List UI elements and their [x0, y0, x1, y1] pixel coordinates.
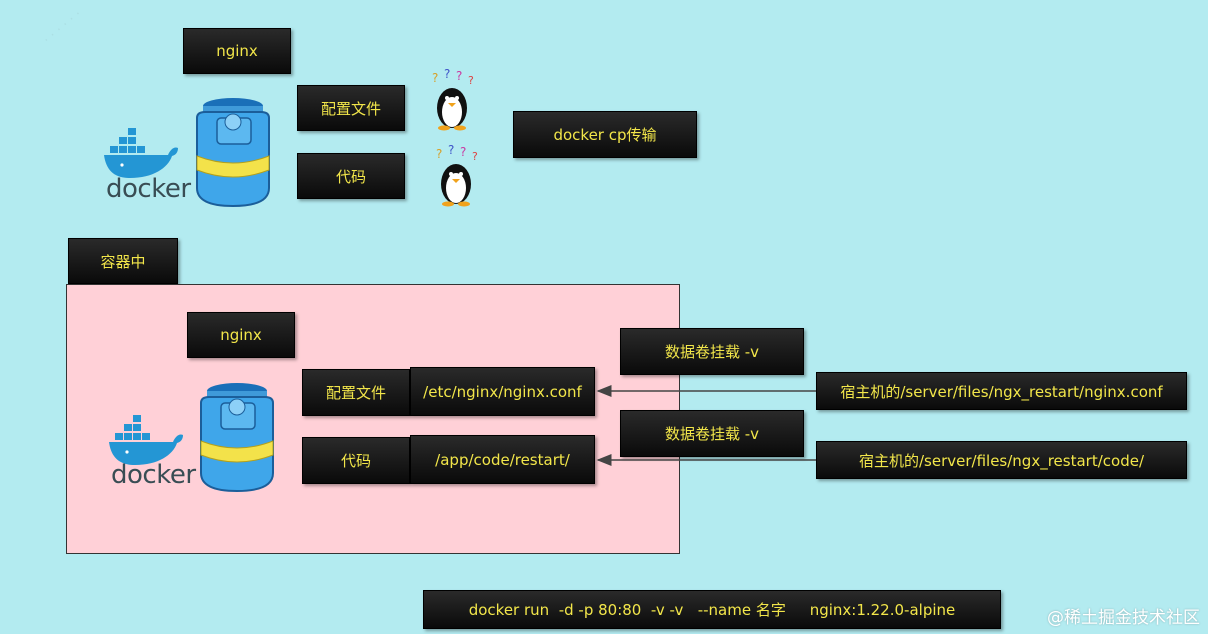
top-config-box: 配置文件	[297, 85, 405, 131]
container-config-path-box: /etc/nginx/nginx.conf	[410, 367, 595, 416]
svg-text:?: ?	[448, 143, 454, 157]
watermark: · · · · · ·	[40, 7, 85, 48]
container-config-label: 配置文件	[325, 384, 386, 402]
top-code-label: 代码	[335, 167, 366, 186]
top-nginx-label: nginx	[216, 42, 258, 60]
svg-text:?: ?	[460, 145, 466, 159]
container-code-path-box: /app/code/restart/	[410, 435, 595, 484]
container-title-box: 容器中	[68, 238, 178, 284]
svg-text:?: ?	[436, 147, 442, 161]
penguin-question-icon: ? ? ? ?	[432, 67, 474, 131]
container-code-box: 代码	[302, 437, 410, 484]
container-nginx-box: nginx	[187, 312, 295, 358]
svg-text:?: ?	[472, 150, 478, 163]
svg-text:?: ?	[432, 71, 438, 85]
top-code-box: 代码	[297, 153, 405, 199]
container-code-label: 代码	[340, 452, 371, 470]
top-nginx-box: nginx	[183, 28, 291, 74]
svg-text:?: ?	[456, 69, 462, 83]
docker-whale-icon	[104, 128, 178, 178]
svg-text:?: ?	[468, 74, 474, 87]
footer-watermark: @稀土掘金技术社区	[1047, 608, 1200, 628]
container-title: 容器中	[100, 252, 146, 271]
docker-logo-text-container: docker	[111, 460, 196, 490]
host-path-1: 宿主机的/server/files/ngx_restart/nginx.conf	[840, 382, 1163, 401]
host-path-box-2: 宿主机的/server/files/ngx_restart/code/	[816, 441, 1187, 479]
container-code-path: /app/code/restart/	[435, 450, 570, 469]
mount-label-1: 数据卷挂载 -v	[664, 343, 760, 361]
host-path-2: 宿主机的/server/files/ngx_restart/code/	[859, 451, 1144, 470]
penguin-question-icon: ? ? ? ?	[436, 143, 478, 207]
svg-text:?: ?	[444, 67, 450, 81]
command-box: docker run -d -p 80:80 -v -v --name 名字 n…	[423, 590, 1001, 629]
mount-label-box-2: 数据卷挂载 -v	[620, 410, 804, 457]
container-config-path: /etc/nginx/nginx.conf	[423, 382, 582, 401]
jar-icon	[196, 98, 270, 208]
mount-label-box-1: 数据卷挂载 -v	[620, 328, 804, 375]
docker-cp-box: docker cp传输	[513, 111, 697, 158]
container-config-box: 配置文件	[302, 369, 410, 416]
docker-cp-label: docker cp传输	[553, 126, 657, 144]
top-config-label: 配置文件	[320, 99, 381, 118]
command-text: docker run -d -p 80:80 -v -v --name 名字 n…	[468, 601, 956, 619]
mount-label-2: 数据卷挂载 -v	[664, 425, 760, 443]
container-panel	[66, 284, 680, 554]
host-path-box-1: 宿主机的/server/files/ngx_restart/nginx.conf	[816, 372, 1187, 410]
docker-logo-text-top: docker	[106, 174, 191, 204]
container-nginx-label: nginx	[220, 326, 262, 344]
